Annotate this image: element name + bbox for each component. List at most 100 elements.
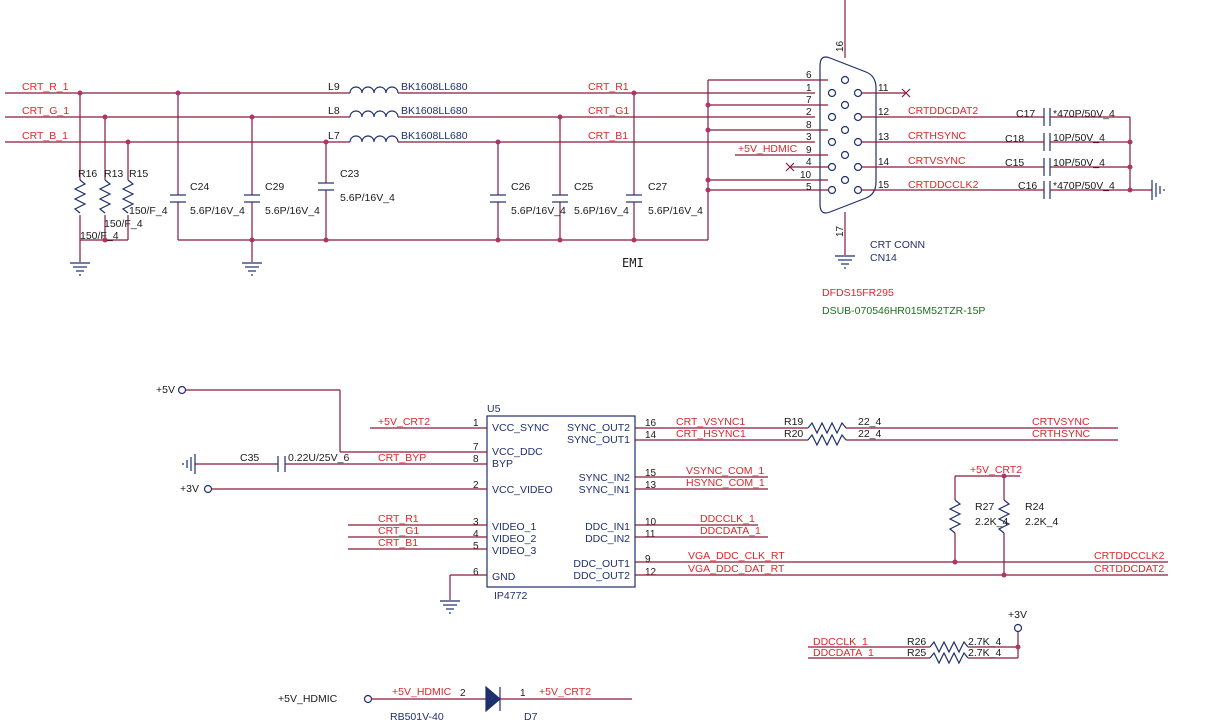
rgb-emi-filter: CRT_R_1 CRT_G_1 CRT_B_1 CRT_R1 CRT_G1 CR… [5,80,815,276]
val-c25: 5.6P/16V_4 [574,205,629,217]
pin-name-sync-out1: SYNC_OUT1 [567,434,630,446]
val-c17: *470P/50V_4 [1053,108,1115,120]
rail-3v-ddc: +3V [1008,609,1027,621]
val-r20: 22_4 [858,428,882,440]
val-c35: 0.22U/25V_6 [288,452,349,464]
ref-c26: C26 [511,181,530,193]
ground-icon [440,600,460,614]
val-r15: 150/F_4 [129,205,168,217]
ground-icon [182,454,196,474]
net-crt-vsync1: CRT_VSYNC1 [676,416,745,428]
net-crt-r-1: CRT_R_1 [22,81,69,93]
rail-5v-crt2: +5V_CRT2 [970,464,1022,476]
diode-d7: +5V_HDMIC +5V_HDMIC +5V_CRT2 2 1 RB501V-… [278,685,632,723]
diode-ref: D7 [524,711,538,723]
ref-r20: R20 [784,428,803,440]
ic-pin-7: 7 [473,442,479,453]
net-vga-ddc-dat-rt: VGA_DDC_DAT_RT [688,563,785,575]
ip4772-ic: U5 IP4772 VCC_SYNC VCC_DDC BYP VCC_VIDEO… [156,384,1168,614]
ic-pin-15: 15 [645,468,657,479]
inductor-l8 [349,110,399,118]
pin-name-vcc-video: VCC_VIDEO [492,484,553,496]
ic-pin-14: 14 [645,430,657,441]
pin-16: 16 [835,40,846,52]
resistor-r19 [807,421,847,435]
net-crtvsync-out: CRTVSYNC [1032,416,1090,428]
ic-ref: U5 [487,403,501,415]
net-hsync-com-1: HSYNC_COM_1 [686,477,765,489]
net-crt-b1: CRT_B1 [588,130,628,142]
pin-4: 4 [806,157,812,168]
net-diode-in: +5V_HDMIC [392,686,452,698]
rail-5v: +5V [156,384,175,396]
ground-icon [835,255,855,269]
dsub-connector-icon [819,56,877,214]
ref-l8: L8 [328,105,340,117]
ic-body [486,415,636,588]
ic-part: IP4772 [494,590,527,602]
net-crtddcclk2-out: CRTDDCCLK2 [1094,550,1165,562]
resistor-r25 [929,651,969,665]
pin-name-sync-out2: SYNC_OUT2 [567,422,630,434]
pin-name-byp: BYP [492,458,513,470]
ref-c27: C27 [648,181,667,193]
pin-10: 10 [800,170,812,181]
pin-name-sync-in1: SYNC_IN1 [579,484,631,496]
ic-pin-10: 10 [645,517,657,528]
ref-c15: C15 [1005,157,1024,169]
ic-pin-2: 2 [473,480,479,491]
net-crtddcdat2: CRTDDCDAT2 [908,105,978,117]
val-r13: 150/F_4 [104,218,143,230]
resistor-r15 [121,179,135,214]
pin-name-ddc-out2: DDC_OUT2 [573,570,630,582]
val-c29: 5.6P/16V_4 [265,205,320,217]
part-l7: BK1608LL680 [401,130,468,142]
ref-c23: C23 [340,168,359,180]
part-l8: BK1608LL680 [401,105,468,117]
pin-name-video-2: VIDEO_2 [492,533,537,545]
pin-15: 15 [878,180,890,191]
ref-r26: R26 [907,636,926,648]
ref-r19: R19 [784,416,803,428]
net-diode-out: +5V_CRT2 [539,686,591,698]
val-r16: 150/F_4 [80,230,119,242]
ref-c35: C35 [240,452,259,464]
crt-connector: 16 17 +5V_HDMIC 6 1 7 2 8 3 9 [705,0,1165,317]
ground-icon [242,262,262,276]
pin-5: 5 [806,182,812,193]
net-crtddcclk2: CRTDDCCLK2 [908,179,979,191]
ref-c17: C17 [1016,108,1035,120]
resistor-r20 [807,433,847,447]
ic-pin-1: 1 [473,418,479,429]
val-c18: 10P/50V_4 [1053,132,1105,144]
ref-c18: C18 [1005,133,1024,145]
val-r26: 2.7K_4 [968,636,1001,648]
net-crtddcdat2-out: CRTDDCDAT2 [1094,563,1164,575]
ic-pin-5: 5 [473,541,479,552]
power-port-icon [203,484,213,494]
ref-r16: R16 [78,168,97,180]
ic-pin-9: 9 [645,554,651,565]
inductor-l9 [349,86,399,94]
ic-pin-8: 8 [473,454,479,465]
net-vga-ddc-clk-rt: VGA_DDC_CLK_RT [688,550,785,562]
val-r24: 2.2K_4 [1025,516,1058,528]
ic-pin-4: 4 [473,529,479,540]
diode-part: RB501V-40 [390,711,444,723]
net-video-b: CRT_B1 [378,537,418,549]
pin-2: 2 [806,107,812,118]
ic-pin-11: 11 [645,529,656,540]
val-r25: 2.7K_4 [968,647,1001,659]
ref-l9: L9 [328,81,340,93]
pin-6: 6 [806,70,812,81]
val-c26: 5.6P/16V_4 [511,205,566,217]
ground-icon [1151,180,1165,200]
net-crtvsync: CRTVSYNC [908,155,966,167]
inductor-l7 [349,135,399,143]
ref-r25: R25 [907,647,926,659]
pin-name-video-1: VIDEO_1 [492,521,537,533]
resistor-r24 [997,499,1011,534]
pin-name-sync-in2: SYNC_IN2 [579,472,631,484]
net-ddcdata-1-ic: DDCDATA_1 [700,525,761,537]
